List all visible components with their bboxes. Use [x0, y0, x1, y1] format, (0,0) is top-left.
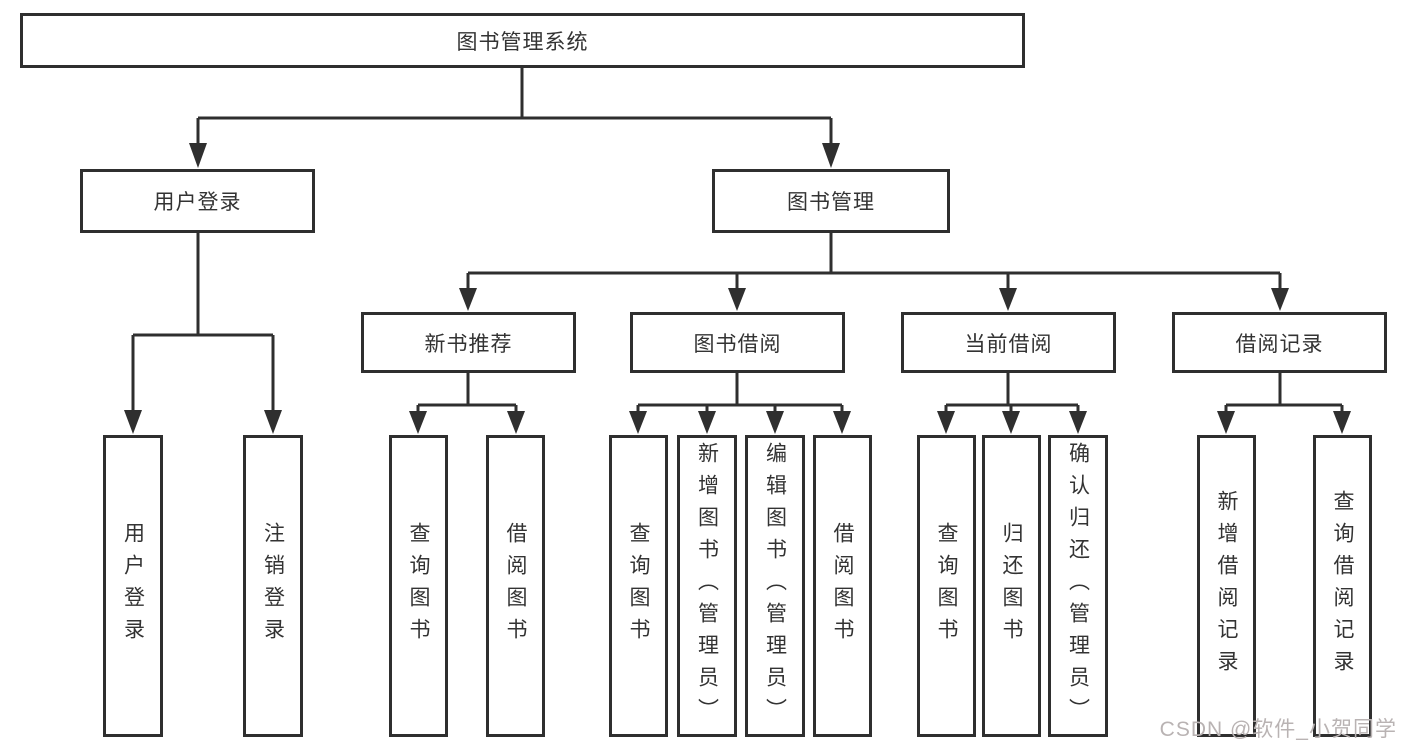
node-user-login: 用户登录: [80, 169, 315, 233]
leaf-borrow-book-label: 借阅图书: [831, 522, 854, 650]
watermark: CSDN @软件_小贺同学: [1159, 718, 1397, 741]
leaf-user-login-label: 用户登录: [121, 522, 145, 650]
leaf-user-login: 用户登录: [103, 435, 163, 737]
leaf-borrow-book: 借阅图书: [813, 435, 872, 737]
leaf-query-books-recommend: 查询图书: [389, 435, 448, 737]
leaf-confirm-return-admin: 确认归还（管理员）: [1048, 435, 1108, 737]
node-borrow-records: 借阅记录: [1172, 312, 1387, 373]
node-current-borrow: 当前借阅: [901, 312, 1116, 373]
node-book-management: 图书管理: [712, 169, 950, 233]
leaf-query-books-borrow: 查询图书: [609, 435, 668, 737]
leaf-add-borrow-record: 新增借阅记录: [1197, 435, 1256, 737]
leaf-return-book: 归还图书: [982, 435, 1041, 737]
leaf-add-borrow-record-label: 新增借阅记录: [1215, 490, 1238, 682]
node-library-system: 图书管理系统: [20, 13, 1025, 68]
arrowheads: [124, 143, 1351, 434]
leaf-query-books-recommend-label: 查询图书: [407, 522, 430, 650]
leaf-query-books-borrow-label: 查询图书: [627, 522, 650, 650]
leaf-edit-book-admin-label: 编辑图书（管理员）: [763, 442, 787, 730]
leaf-return-book-label: 归还图书: [1000, 522, 1023, 650]
leaf-confirm-return-admin-label: 确认归还（管理员）: [1066, 442, 1090, 730]
leaf-add-book-admin: 新增图书（管理员）: [677, 435, 737, 737]
leaf-logout-label: 注销登录: [261, 522, 285, 650]
node-book-borrow: 图书借阅: [630, 312, 845, 373]
node-new-book-recommend: 新书推荐: [361, 312, 576, 373]
leaf-query-books-current-label: 查询图书: [935, 522, 958, 650]
leaf-logout: 注销登录: [243, 435, 303, 737]
leaf-edit-book-admin: 编辑图书（管理员）: [745, 435, 805, 737]
leaf-borrow-book-recommend-label: 借阅图书: [504, 522, 527, 650]
leaf-query-borrow-record-label: 查询借阅记录: [1331, 490, 1354, 682]
leaf-query-books-current: 查询图书: [917, 435, 976, 737]
leaf-query-borrow-record: 查询借阅记录: [1313, 435, 1372, 737]
leaf-borrow-book-recommend: 借阅图书: [486, 435, 545, 737]
leaf-add-book-admin-label: 新增图书（管理员）: [695, 442, 719, 730]
